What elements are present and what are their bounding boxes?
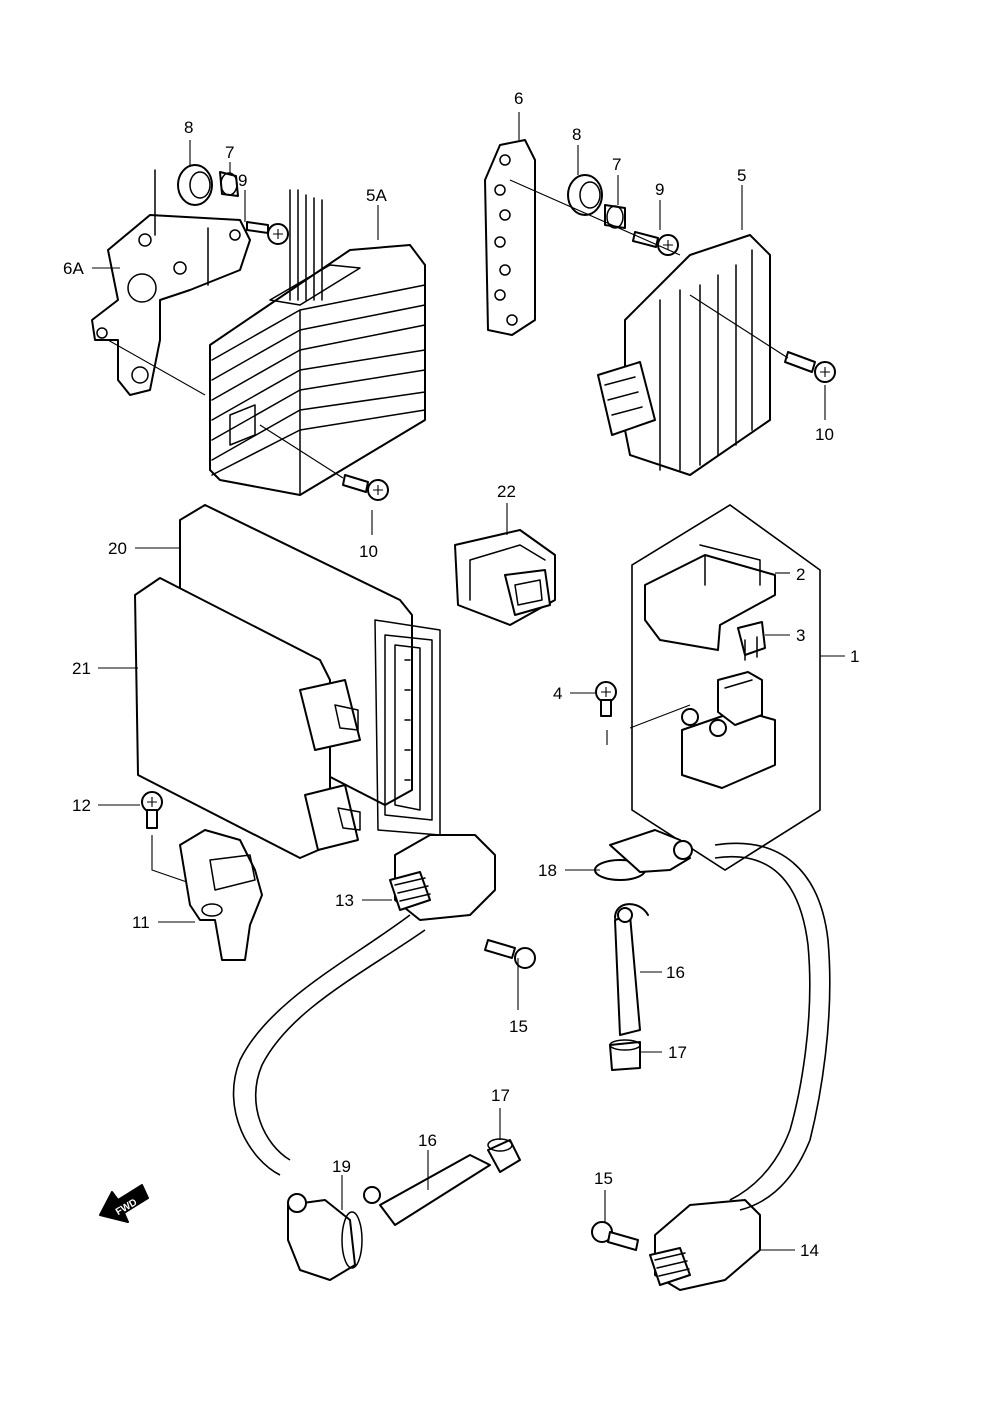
collar-7-right (604, 204, 626, 229)
starter-relay-1 (681, 671, 776, 789)
callout-10-left: 10 (359, 542, 378, 561)
callout-19: 19 (332, 1157, 351, 1176)
callout-7-left: 7 (225, 143, 234, 162)
bolt-15-upper (484, 939, 536, 969)
ecm-21 (134, 577, 361, 859)
cap-17-right (609, 1039, 641, 1071)
callout-16-right: 16 (666, 963, 685, 982)
sensor-11 (179, 829, 263, 961)
screw-4 (595, 681, 617, 717)
fwd-arrow-icon: FWD (99, 1184, 149, 1223)
cap-17-left (487, 1138, 521, 1173)
callout-7-right: 7 (612, 155, 621, 174)
callout-2: 2 (796, 565, 805, 584)
callout-5: 5 (737, 166, 746, 185)
callout-13: 13 (335, 891, 354, 910)
callout-10-right: 10 (815, 425, 834, 444)
fuse-3 (737, 621, 766, 661)
callout-4: 4 (553, 684, 562, 703)
bolt-12 (141, 791, 163, 829)
grommet-8-left (177, 164, 213, 206)
sleeve-16-left (363, 1154, 491, 1226)
callout-16-left: 16 (418, 1131, 437, 1150)
ignition-coil-14 (649, 1199, 761, 1291)
ignition-coil-13 (389, 834, 496, 921)
screw-10-right (784, 351, 836, 383)
screw-9-left (246, 221, 289, 245)
callout-22: 22 (497, 482, 516, 501)
grommet-8-right (567, 174, 603, 216)
callout-9-left: 9 (238, 171, 247, 190)
assembly-1-frame (631, 504, 821, 871)
callout-5a: 5A (366, 186, 387, 205)
bolt-15-lower (591, 1221, 639, 1251)
sleeve-16-right (614, 903, 649, 1036)
callout-12: 12 (72, 796, 91, 815)
relay-cover-2 (644, 544, 776, 651)
callout-17-right: 17 (668, 1043, 687, 1062)
collar-7-left (219, 171, 239, 197)
callout-6: 6 (514, 89, 523, 108)
callout-20: 20 (108, 539, 127, 558)
bracket-6 (484, 139, 536, 336)
callout-15-lower: 15 (594, 1169, 613, 1188)
hv-lead-13 (232, 914, 426, 1176)
plug-cap-19 (287, 1193, 363, 1281)
bracket-6a (91, 169, 251, 396)
callout-8-right: 8 (572, 125, 581, 144)
plug-cap-18 (594, 829, 693, 881)
callout-17-left: 17 (491, 1086, 510, 1105)
callout-labels: 8 7 9 6A 5A 10 6 8 7 9 5 10 22 20 21 2 3… (63, 89, 859, 1260)
callout-11: 11 (132, 913, 150, 932)
hv-lead-14 (714, 842, 831, 1211)
callout-18: 18 (538, 861, 557, 880)
screw-10-left (342, 474, 389, 501)
regulator-5 (597, 234, 771, 476)
relay-22 (454, 529, 556, 626)
callout-8-left: 8 (184, 118, 193, 137)
callout-9-right: 9 (655, 180, 664, 199)
callout-6a: 6A (63, 259, 84, 278)
leader-lines (92, 112, 845, 1251)
regulator-5a (209, 189, 426, 496)
callout-1: 1 (850, 647, 859, 666)
callout-14: 14 (800, 1241, 819, 1260)
callout-21: 21 (72, 659, 91, 678)
callout-3: 3 (796, 626, 805, 645)
callout-15-upper: 15 (509, 1017, 528, 1036)
